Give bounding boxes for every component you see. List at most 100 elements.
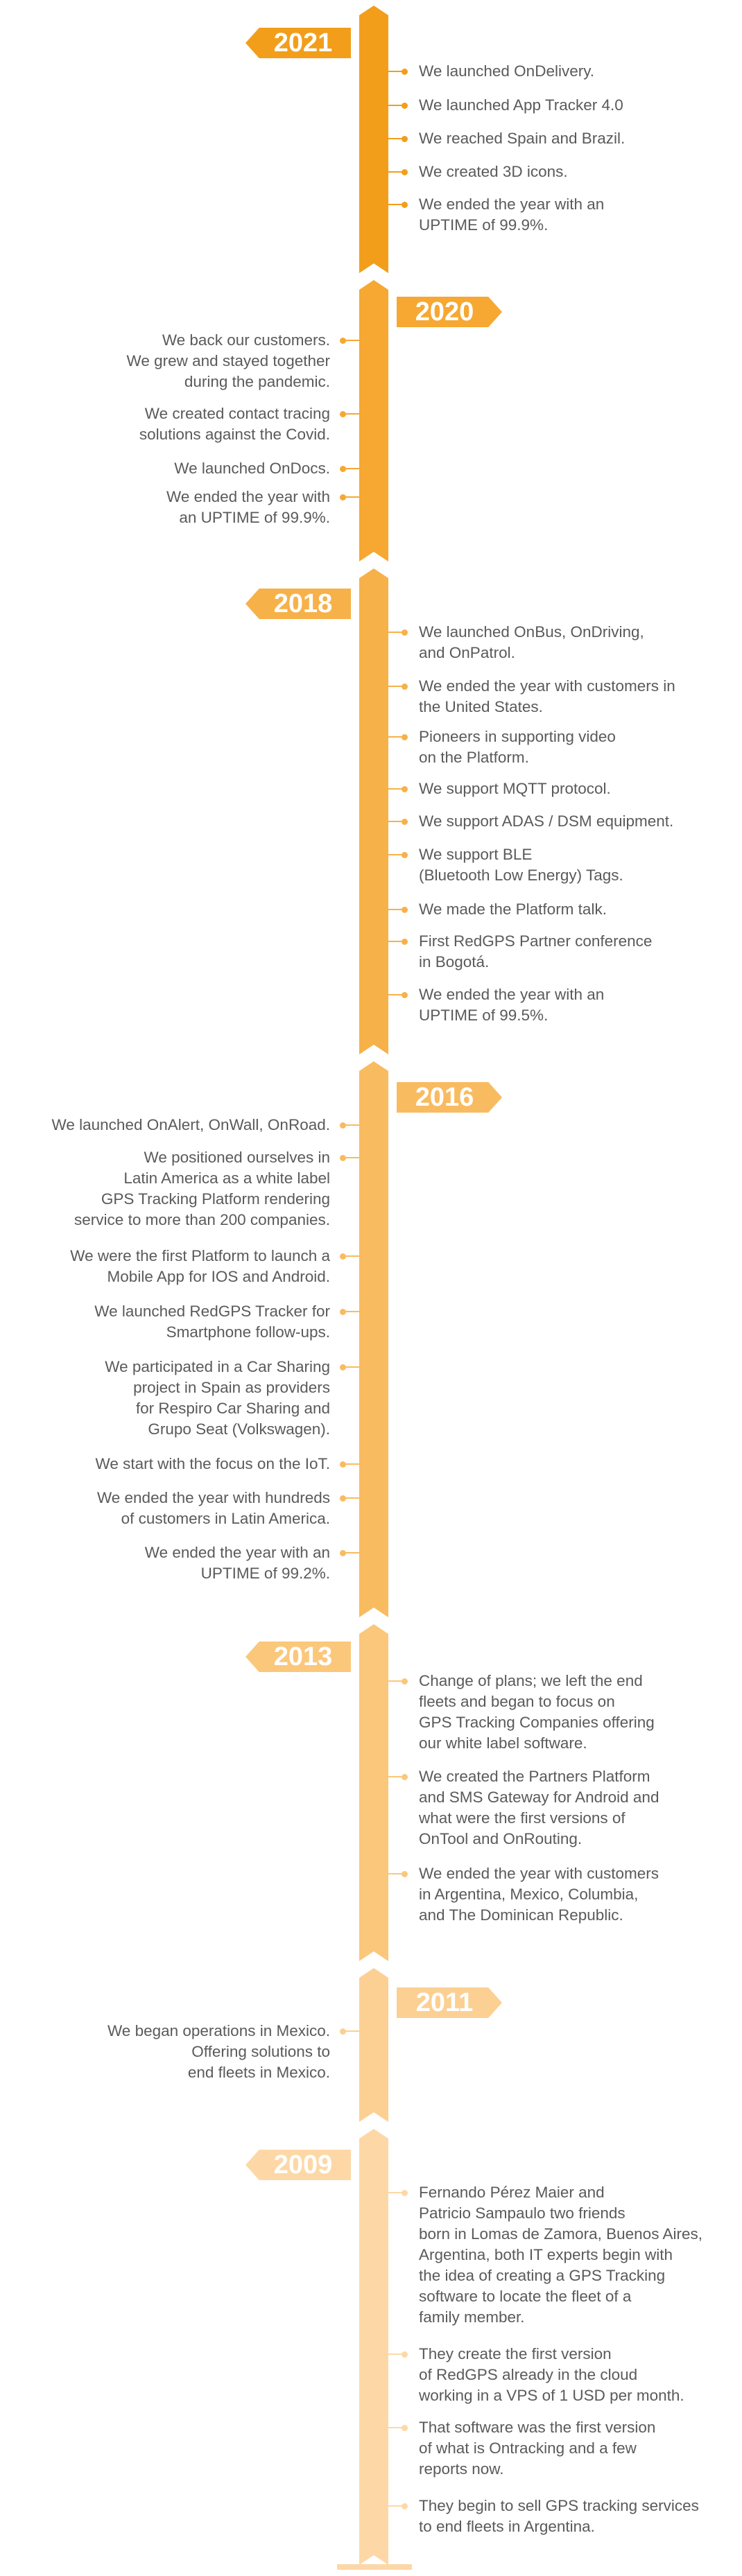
timeline-dot-icon	[340, 1461, 346, 1468]
year-tag-2018: 2018	[245, 589, 351, 619]
year-tag-2013: 2013	[245, 1642, 351, 1672]
timeline-connector	[388, 629, 408, 636]
timeline-spine-shape	[359, 1968, 388, 2122]
timeline-item: We began operations in Mexico. Offering …	[107, 2022, 330, 2081]
timeline-dot-icon	[402, 991, 408, 998]
timeline-connector	[388, 2351, 408, 2358]
timeline-spine-shape	[359, 1061, 388, 1617]
timeline-dot-icon	[340, 1364, 346, 1370]
timeline-segment-2018	[359, 568, 388, 1054]
timeline-dot-icon	[402, 785, 408, 792]
timeline-dot-icon	[402, 102, 408, 109]
timeline-dot-icon	[402, 2503, 408, 2509]
timeline-dot-icon	[340, 1122, 346, 1129]
timeline-spine-shape	[359, 6, 388, 273]
timeline-connector	[388, 201, 408, 208]
timeline-dot-icon	[340, 1495, 346, 1502]
timeline-dot-icon	[402, 851, 408, 858]
timeline-item: Change of plans; we left the end fleets …	[419, 1672, 655, 1752]
timeline-dot-icon	[402, 68, 408, 75]
timeline-connector	[388, 683, 408, 690]
timeline-item: We ended the year with an UPTIME of 99.9…	[419, 195, 605, 234]
timeline-connector	[388, 733, 408, 740]
timeline-connector	[388, 135, 408, 142]
timeline-segment-2009	[359, 2129, 388, 2565]
timeline-item: We launched OnBus, OnDriving, and OnPatr…	[419, 623, 644, 661]
timeline-connector	[340, 1253, 359, 1260]
timeline-connector	[340, 1154, 359, 1161]
timeline-item: We ended the year with an UPTIME of 99.2…	[144, 1544, 330, 1582]
timeline-dot-icon	[402, 818, 408, 825]
timeline-connector	[388, 818, 408, 825]
timeline-connector	[388, 2189, 408, 2196]
timeline-connector	[388, 168, 408, 175]
timeline-connector	[340, 465, 359, 472]
timeline-item: We launched OnDocs.	[174, 460, 330, 477]
timeline-connector	[388, 1773, 408, 1780]
timeline-dot-icon	[340, 494, 346, 501]
timeline-item: We ended the year with hundreds of custo…	[96, 1489, 330, 1527]
timeline-item: We positioned ourselves in Latin America…	[74, 1149, 330, 1228]
timeline-dot-icon	[402, 2424, 408, 2431]
timeline-dot-icon	[340, 2028, 346, 2035]
timeline-connector	[388, 991, 408, 998]
timeline-dot-icon	[402, 906, 408, 913]
year-tag-2021: 2021	[245, 28, 351, 58]
timeline-connector	[388, 1870, 408, 1877]
timeline-item: We support ADAS / DSM equipment.	[419, 812, 674, 830]
timeline-connector	[340, 410, 359, 417]
timeline-connector	[340, 1461, 359, 1468]
timeline-dot-icon	[402, 135, 408, 142]
timeline-spine-shape	[359, 568, 388, 1054]
timeline-item: We launched OnAlert, OnWall, OnRoad.	[51, 1116, 330, 1133]
timeline-connector	[388, 2424, 408, 2431]
timeline-item: We ended the year with an UPTIME of 99.9…	[166, 488, 330, 526]
timeline-item: We created contact tracing solutions aga…	[139, 405, 330, 443]
timeline-dot-icon	[402, 629, 408, 636]
timeline-dot-icon	[340, 1253, 346, 1260]
timeline-item: Pioneers in supporting video on the Plat…	[419, 728, 616, 766]
timeline-connector	[340, 1549, 359, 1556]
timeline-segment-2020	[359, 280, 388, 562]
timeline-connector	[388, 1678, 408, 1685]
timeline-segment-2016	[359, 1061, 388, 1617]
timeline-item: First RedGPS Partner conference in Bogot…	[419, 932, 653, 971]
timeline-item: They begin to sell GPS tracking services…	[419, 2497, 699, 2535]
timeline-item: We ended the year with an UPTIME of 99.5…	[419, 986, 605, 1024]
timeline-connector	[340, 337, 359, 344]
timeline-dot-icon	[402, 1678, 408, 1685]
timeline-dot-icon	[402, 733, 408, 740]
timeline-dot-icon	[340, 1308, 346, 1315]
timeline-connector	[340, 1122, 359, 1129]
timeline-connector	[388, 2503, 408, 2509]
timeline-dot-icon	[340, 465, 346, 472]
timeline-connector	[388, 851, 408, 858]
timeline-item: Fernando Pérez Maier and Patricio Sampau…	[419, 2184, 702, 2326]
timeline-dot-icon	[402, 2351, 408, 2358]
timeline-segment-2011	[359, 1968, 388, 2122]
timeline-dot-icon	[402, 201, 408, 208]
timeline-item: We created 3D icons.	[419, 163, 568, 180]
timeline-dot-icon	[340, 337, 346, 344]
year-tag-2011: 2011	[397, 1987, 502, 2018]
timeline-spine-shape	[359, 1624, 388, 1961]
year-tag-2016: 2016	[397, 1082, 502, 1113]
timeline-item: We ended the year with customers in Arge…	[419, 1865, 659, 1924]
timeline-segment-2021	[359, 6, 388, 273]
timeline-connector	[388, 906, 408, 913]
timeline-connector	[340, 1364, 359, 1370]
timeline-connector	[388, 102, 408, 109]
timeline-segment-2013	[359, 1624, 388, 1961]
timeline-connector	[340, 2028, 359, 2035]
timeline-connector	[388, 785, 408, 792]
timeline-spine-shape	[359, 280, 388, 562]
timeline-item: We ended the year with customers in the …	[419, 677, 675, 715]
timeline-item: We back our customers. We grew and staye…	[126, 331, 330, 390]
timeline-dot-icon	[402, 683, 408, 690]
timeline-item: We start with the focus on the IoT.	[95, 1455, 331, 1472]
timeline-dot-icon	[402, 1870, 408, 1877]
timeline-connector	[340, 494, 359, 501]
timeline-item: That software was the first version of w…	[419, 2419, 656, 2478]
timeline-connector	[388, 68, 408, 75]
timeline-dot-icon	[402, 938, 408, 945]
